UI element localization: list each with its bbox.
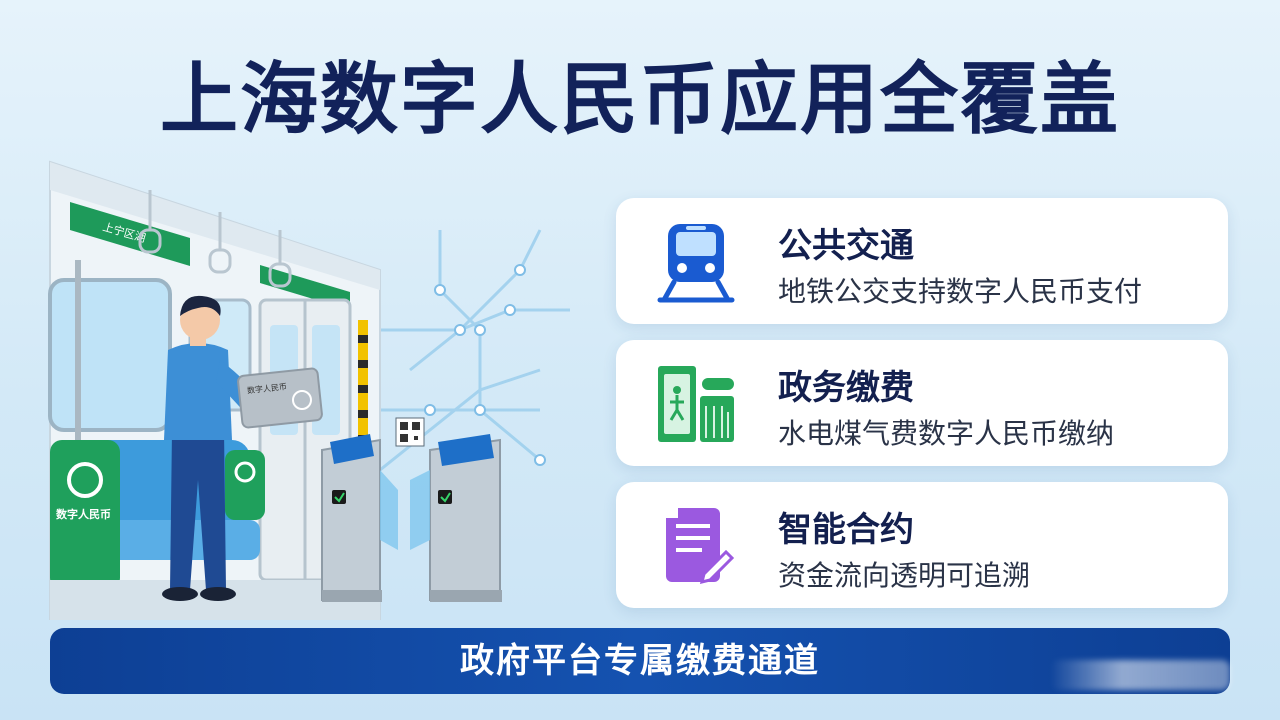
card-description: 水电煤气费数字人民币缴纳 — [778, 417, 1115, 450]
ticket-gate-left — [321, 434, 398, 602]
ticket-gate-right — [410, 434, 502, 602]
card-title: 公共交通 — [778, 226, 914, 266]
qr-code-icon — [395, 417, 425, 447]
subway-illustration: 上宁区湖 数字人民币 数 — [48, 160, 570, 620]
watermark — [1050, 660, 1230, 690]
digital-rmb-card: 数字人民币 — [237, 367, 323, 429]
passenger-figure — [162, 295, 260, 601]
contract-document-icon — [666, 508, 735, 585]
card-title: 智能合约 — [778, 510, 914, 550]
page-title: 上海数字人民币应用全覆盖 — [159, 55, 1120, 145]
card-description: 地铁公交支持数字人民币支付 — [778, 275, 1143, 308]
card-smart-contract[interactable]: 智能合约 资金流向透明可追溯 — [616, 482, 1228, 608]
train-icon — [657, 224, 735, 303]
card-text: 数字人民币 — [247, 381, 288, 395]
card-description: 资金流向透明可追溯 — [778, 559, 1031, 592]
card-public-transport[interactable]: 公共交通 地铁公交支持数字人民币支付 — [616, 198, 1228, 324]
train-window — [48, 278, 172, 432]
payment-channel-banner[interactable]: 政府平台专属缴费通道 — [50, 628, 1230, 694]
card-title: 政务缴费 — [778, 368, 914, 408]
utility-payment-icon — [658, 366, 734, 442]
card-government-payment[interactable]: 政务缴费 水电煤气费数字人民币缴纳 — [616, 340, 1228, 466]
seat-logo-text: 数字人民币 — [56, 507, 111, 521]
train-sign — [70, 202, 190, 266]
